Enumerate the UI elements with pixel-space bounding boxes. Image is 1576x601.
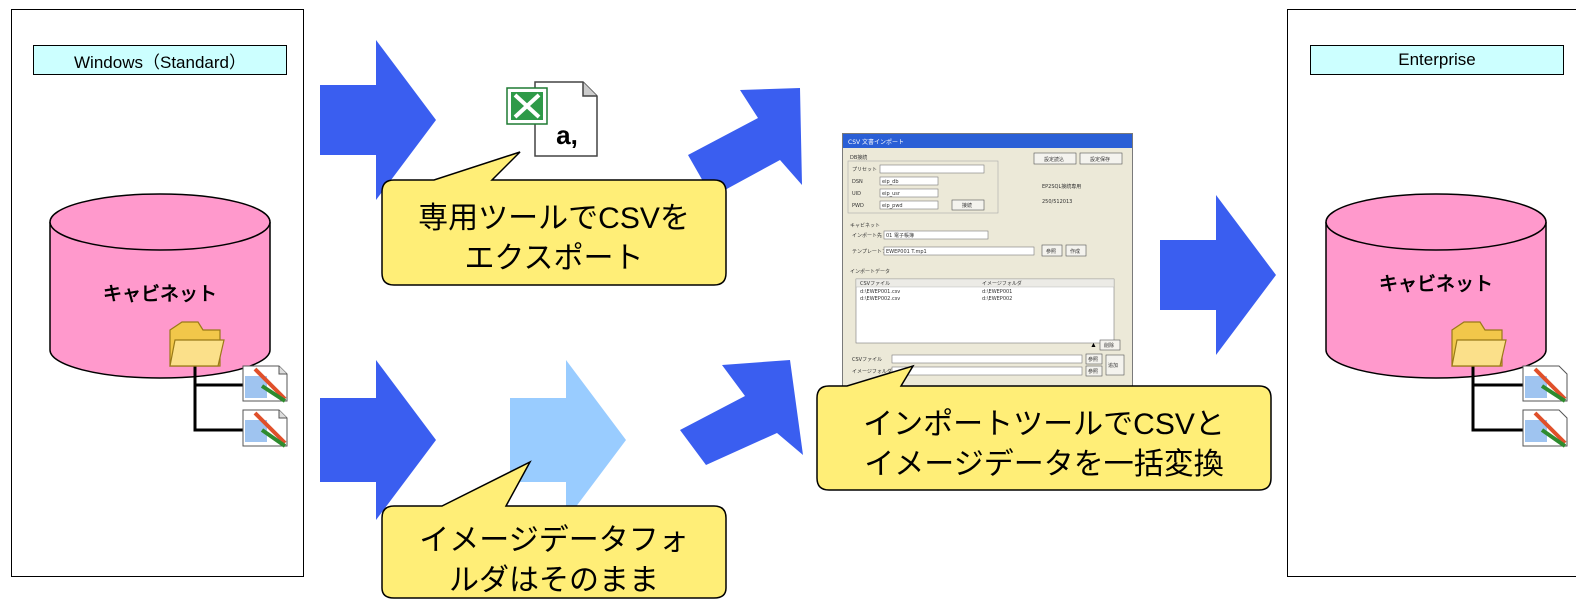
dialog-save-button[interactable] [1079, 152, 1123, 165]
left-tree-lines [193, 365, 245, 432]
dialog-db-section: DB接続 [850, 154, 867, 161]
dialog-row1-image: d:\EWEP001 [982, 289, 1012, 295]
dialog-template-browse-button[interactable] [1041, 244, 1063, 257]
callout-folder-line2: ルダはそのまま [449, 564, 659, 597]
dialog-save-label: 設定保存 [1090, 156, 1110, 163]
dialog-delete-label: 削除 [1104, 342, 1114, 349]
csv-icon-letter: a, [556, 120, 578, 150]
dialog-template-value: EWEP001 T.mp1 [886, 249, 927, 255]
dialog-import-data-section: インポートデータ [850, 268, 890, 275]
left-image-file-icon-2 [242, 409, 288, 448]
dialog-pwd-label: PWD [852, 203, 864, 209]
right-image-file-icon-2 [1522, 409, 1568, 448]
dialog-info-line1: EP2SQL接続専用 [1042, 183, 1081, 190]
dialog-col-image: イメージフォルダ [982, 280, 1022, 287]
dialog-add-button[interactable] [1105, 354, 1125, 376]
dialog-template-label: テンプレートファイル [852, 249, 902, 255]
dialog-csv-browse-button[interactable] [1085, 353, 1103, 365]
left-cabinet-diagram: キャビネット [49, 193, 288, 448]
dialog-load-label: 設定読込 [1044, 156, 1064, 163]
dialog-preset-label: プリセット [852, 167, 877, 173]
callout-folder-line1: イメージデータフォ [419, 524, 688, 557]
callout-export: 専用ツールでCSVを エクスポート [381, 151, 727, 286]
right-panel-title: Enterprise [1310, 45, 1564, 75]
dialog-row2-image: d:\EWEP002 [982, 296, 1012, 302]
dialog-dsn-value: eip_db [882, 179, 899, 185]
left-folder-icon [169, 321, 225, 367]
arrow-image-folder [320, 360, 436, 520]
dialog-uid-value: eip_usr [882, 191, 901, 197]
dialog-info-line2: 250/512013 [1042, 199, 1072, 205]
dialog-create-button[interactable] [1065, 244, 1087, 257]
dialog-browse-label-1: 参照 [1046, 248, 1056, 255]
arrow-export [320, 40, 436, 200]
dialog-row1-csv: d:\EWEP001.csv [860, 289, 900, 295]
callout-import: インポートツールでCSVと イメージデータを一括変換 [816, 364, 1272, 491]
dialog-dsn-label: DSN [852, 179, 863, 185]
dialog-up-arrow-icon[interactable]: ▲ [1090, 342, 1097, 349]
dialog-import-to-value: 01 電子帳簿 [886, 232, 914, 239]
dialog-browse-label-2: 参照 [1088, 356, 1098, 363]
csv-file-icon: a, [506, 81, 598, 157]
dialog-load-button[interactable] [1033, 152, 1077, 165]
callout-export-line1: 専用ツールでCSVを [418, 202, 690, 235]
dialog-add-label: 追加 [1108, 362, 1118, 369]
callout-import-line1: インポートツールでCSVと [863, 408, 1225, 441]
right-tree-lines [1471, 365, 1525, 432]
arrow-folder-to-import [680, 360, 803, 465]
left-cabinet-label: キャビネット [103, 283, 217, 305]
dialog-col-csv: CSVファイル [860, 281, 890, 287]
dialog-create-label: 作成 [1070, 248, 1080, 255]
arrow-to-enterprise [1160, 195, 1276, 355]
callout-export-line2: エクスポート [464, 242, 643, 275]
dialog-connect-button[interactable] [951, 199, 985, 211]
left-image-file-icon-1 [242, 365, 288, 403]
callout-import-line2: イメージデータを一括変換 [864, 448, 1223, 481]
dialog-uid-label: UID [852, 191, 861, 197]
arrow-csv-to-import [688, 88, 802, 197]
dialog-title: CSV 文書インポート [848, 138, 904, 146]
dialog-delete-button[interactable] [1099, 339, 1121, 351]
dialog-cabinet-section: キャビネット [850, 222, 880, 229]
dialog-csv-file-label: CSVファイル [852, 357, 882, 363]
dialog-image-folder-label: イメージフォルダ [852, 368, 892, 375]
right-cabinet-label: キャビネット [1379, 273, 1493, 295]
right-image-file-icon-1 [1522, 365, 1568, 403]
dialog-connect-label: 接続 [962, 202, 972, 209]
left-panel-title: Windows（Standard） [33, 45, 287, 75]
right-folder-icon [1451, 321, 1507, 367]
dialog-import-to-label: インポート先 [852, 232, 882, 239]
callout-folder: イメージデータフォ ルダはそのまま [381, 460, 727, 599]
dialog-browse-label-3: 参照 [1088, 368, 1098, 375]
dialog-pwd-value: eip_pwd [882, 203, 903, 209]
dialog-row2-csv: d:\EWEP002.csv [860, 296, 900, 302]
dialog-image-browse-button[interactable] [1085, 365, 1103, 377]
right-cabinet-diagram: キャビネット [1325, 193, 1568, 448]
arrow-image-folder-light [510, 360, 626, 520]
